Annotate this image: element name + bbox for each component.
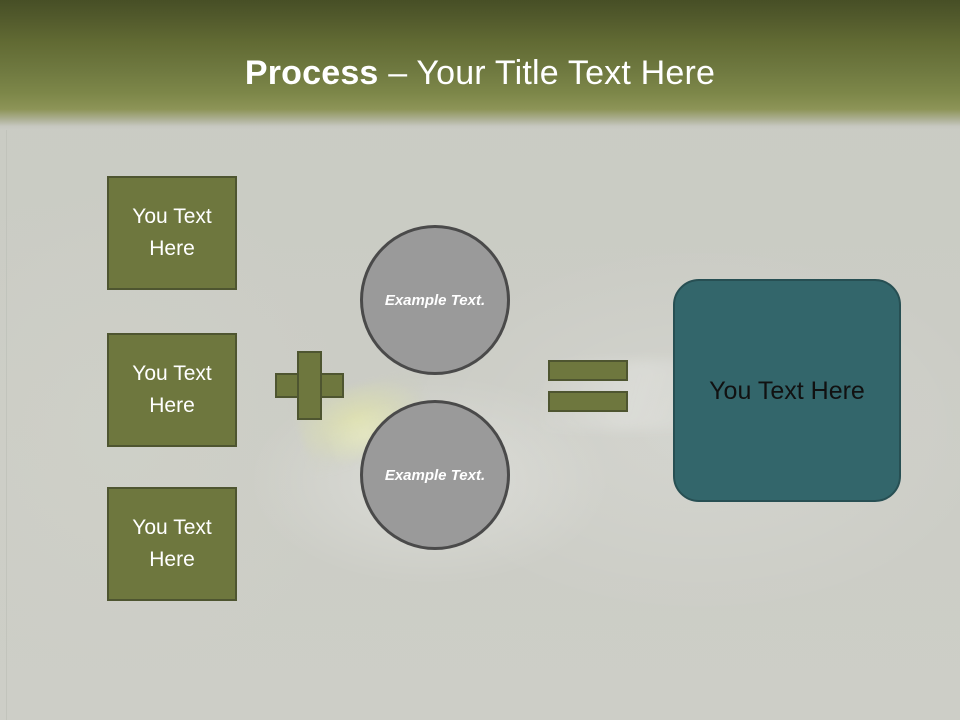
page-title: Process – Your Title Text Here (0, 52, 960, 94)
slide-left-edge-line (6, 122, 7, 720)
result-box-label: You Text Here (709, 376, 865, 405)
input-box-1-label: You Text Here (132, 205, 212, 260)
example-circle-2-label: Example Text. (384, 466, 486, 484)
page-title-strong: Process (244, 54, 379, 92)
equals-icon-bottom-bar (548, 391, 628, 412)
equals-icon-top-bar (548, 360, 628, 381)
equals-icon (548, 360, 628, 412)
input-box-1[interactable]: You Text Here (107, 176, 237, 290)
input-box-3[interactable]: You Text Here (107, 487, 237, 601)
slide-header-banner: Process – Your Title Text Here (0, 0, 960, 130)
plus-icon (275, 351, 344, 420)
example-circle-1-label: Example Text. (384, 291, 486, 309)
input-box-2-label: You Text Here (132, 362, 212, 417)
input-box-2[interactable]: You Text Here (107, 333, 237, 447)
result-box[interactable]: You Text Here (673, 279, 901, 502)
plus-icon-center-fill (299, 375, 320, 396)
input-box-3-label: You Text Here (132, 516, 212, 571)
example-circle-1[interactable]: Example Text. (360, 225, 510, 375)
page-title-rest: – Your Title Text Here (378, 54, 716, 92)
example-circle-2[interactable]: Example Text. (360, 400, 510, 550)
